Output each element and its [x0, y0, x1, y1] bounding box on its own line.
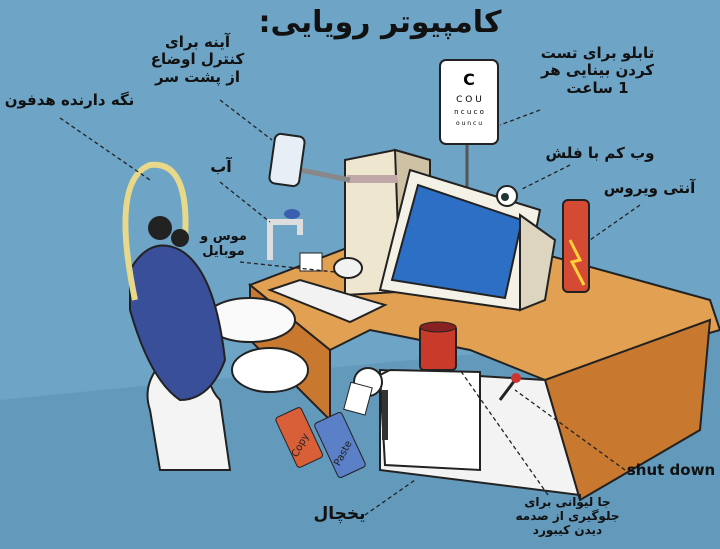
svg-text:C O U: C O U [456, 95, 482, 105]
fridge [378, 368, 581, 501]
label-antivirus: آنتی ویروس [603, 179, 696, 197]
svg-text:o u n c u: o u n c u [456, 120, 482, 127]
eye-chart: C C O U n c u c o o u n c u [439, 59, 499, 195]
webcam [496, 185, 518, 207]
label-webcam: وب کم با فلش [545, 144, 655, 162]
svg-text:C: C [463, 70, 475, 89]
headphone-holder [122, 161, 189, 301]
pointer-lines [59, 99, 641, 516]
mirror [268, 132, 351, 188]
label-eye-chart: تابلو برای تست کردن بینایی هر 1 ساعت [540, 44, 655, 97]
pedals [275, 407, 366, 479]
monitor [378, 168, 557, 312]
label-fridge: یخچال [313, 504, 366, 524]
keyboard [267, 278, 388, 324]
label-cup-holder: جا لیوانی برای جلوگیری از صدمه دیدن کیبو… [515, 495, 620, 537]
cup-holder [419, 321, 457, 371]
page-title: کامپیوتر رویایی: [258, 5, 502, 40]
toilet-paper [343, 367, 383, 416]
svg-text:n c u c o: n c u c o [454, 108, 484, 116]
chair-back [129, 244, 227, 402]
label-headphone-holder: نگه دارنده هدفون [4, 91, 135, 109]
label-mirror: آینه برای کنترل اوضاع از پشت سر [150, 33, 245, 86]
mouse [333, 257, 363, 279]
antivirus-spray [562, 199, 590, 293]
label-shutdown: shut down [626, 461, 716, 479]
shutdown-lever [498, 373, 521, 401]
label-mouse-mobile: موس و موبایل [200, 229, 247, 259]
water-tap [267, 209, 323, 272]
label-water: آب [210, 157, 232, 176]
